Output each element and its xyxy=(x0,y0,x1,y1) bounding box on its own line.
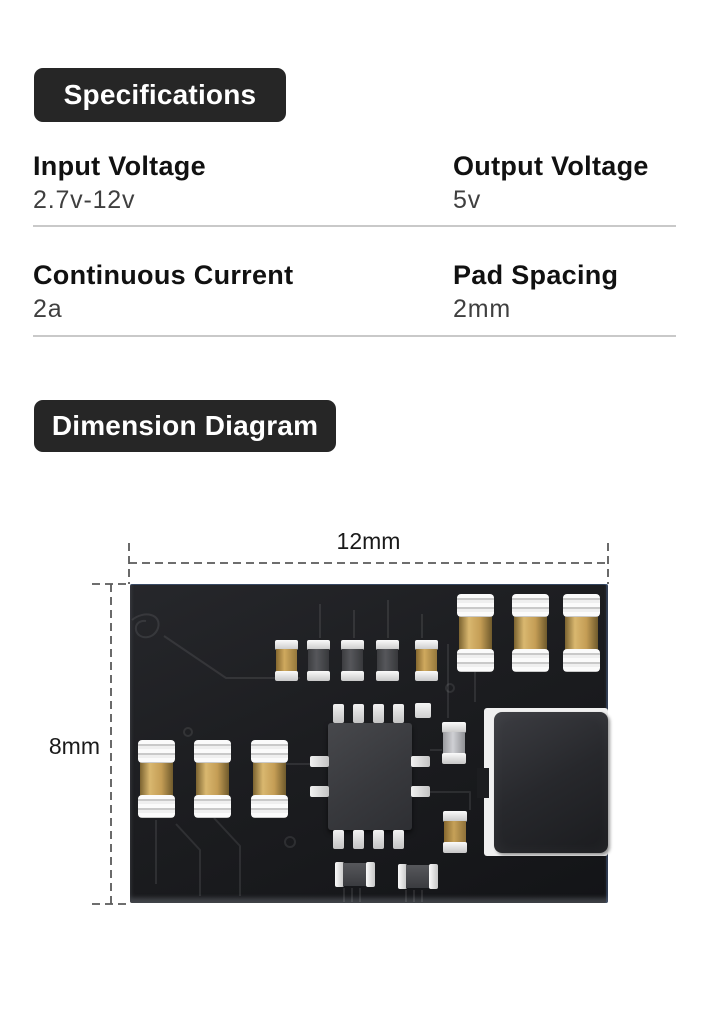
capacitor-terminal xyxy=(194,795,231,818)
smd-terminal xyxy=(335,862,344,887)
capacitor-terminal xyxy=(138,740,175,763)
smd-body xyxy=(444,821,466,843)
smd-body xyxy=(342,649,363,672)
smd-capacitor xyxy=(415,640,438,681)
spec-value-continuous-current: 2a xyxy=(33,295,63,323)
ic-pin xyxy=(373,830,384,849)
spec-label-continuous-current: Continuous Current xyxy=(33,260,294,290)
smd-terminal xyxy=(443,811,467,822)
ic-pin xyxy=(310,756,329,767)
capacitor-terminal xyxy=(138,795,175,818)
smd-body xyxy=(276,649,297,672)
capacitor-body xyxy=(459,612,492,654)
capacitor-terminal xyxy=(194,740,231,763)
smd-terminal xyxy=(366,862,375,887)
smd-terminal xyxy=(443,842,467,853)
smd-body xyxy=(377,649,398,672)
height-dimension-label: 8mm xyxy=(48,733,100,759)
smd-body xyxy=(308,649,329,672)
capacitor xyxy=(457,594,494,672)
smd-body xyxy=(416,649,437,672)
smd-resistor xyxy=(341,640,364,681)
pcb-board xyxy=(130,584,608,903)
smd-terminal xyxy=(429,864,438,889)
smd-terminal xyxy=(415,640,438,650)
ic-pin xyxy=(411,786,430,797)
dimension-diagram-badge-label: Dimension Diagram xyxy=(51,410,319,441)
smd-terminal xyxy=(307,640,330,650)
spec-row-divider xyxy=(33,225,676,227)
capacitor-body xyxy=(514,612,547,654)
solder-pad xyxy=(415,703,431,718)
smd-resistor xyxy=(376,640,399,681)
ic-pin xyxy=(353,704,364,723)
spec-row-divider xyxy=(33,335,676,337)
smd-terminal xyxy=(275,640,298,650)
smd-terminal xyxy=(341,640,364,650)
ic-pin xyxy=(333,704,344,723)
smd-terminal xyxy=(442,753,466,764)
capacitor-terminal xyxy=(563,649,600,672)
smd-capacitor xyxy=(335,862,375,887)
capacitor-body xyxy=(196,758,229,800)
ic-chip xyxy=(328,723,412,830)
capacitor-terminal xyxy=(457,594,494,617)
capacitor-terminal xyxy=(251,740,288,763)
smd-body xyxy=(443,732,465,754)
ic-pin xyxy=(333,830,344,849)
ic-pin xyxy=(393,704,404,723)
capacitor xyxy=(563,594,600,672)
capacitor-body xyxy=(253,758,286,800)
smd-capacitor xyxy=(443,811,467,853)
spec-label-output-voltage: Output Voltage xyxy=(453,151,649,181)
capacitor xyxy=(512,594,549,672)
smd-body xyxy=(406,865,430,888)
inductor xyxy=(494,712,608,853)
inductor-terminal xyxy=(477,768,489,798)
spec-value-pad-spacing: 2mm xyxy=(453,295,511,323)
width-dimension-label: 12mm xyxy=(336,528,401,554)
smd-terminal xyxy=(275,671,298,681)
ic-pin xyxy=(353,830,364,849)
capacitor-terminal xyxy=(563,594,600,617)
capacitor-body xyxy=(140,758,173,800)
ic-pin xyxy=(393,830,404,849)
smd-resistor xyxy=(307,640,330,681)
capacitor-body xyxy=(565,612,598,654)
smd-body xyxy=(343,863,367,886)
capacitor xyxy=(138,740,175,818)
dimension-diagram-badge: Dimension Diagram xyxy=(34,400,336,452)
smd-capacitor xyxy=(275,640,298,681)
capacitor-terminal xyxy=(251,795,288,818)
ic-pin xyxy=(310,786,329,797)
spec-label-pad-spacing: Pad Spacing xyxy=(453,260,619,290)
smd-terminal xyxy=(376,640,399,650)
smd-terminal xyxy=(376,671,399,681)
capacitor-terminal xyxy=(512,649,549,672)
ic-pin xyxy=(373,704,384,723)
capacitor-terminal xyxy=(512,594,549,617)
smd-terminal xyxy=(341,671,364,681)
capacitor xyxy=(194,740,231,818)
smd-terminal xyxy=(307,671,330,681)
specifications-badge-label: Specifications xyxy=(63,79,257,110)
smd-terminal xyxy=(398,864,407,889)
spec-value-input-voltage: 2.7v-12v xyxy=(33,186,136,214)
capacitor xyxy=(251,740,288,818)
smd-terminal xyxy=(442,722,466,733)
specifications-badge: Specifications xyxy=(34,68,286,122)
ic-pin xyxy=(411,756,430,767)
spec-label-input-voltage: Input Voltage xyxy=(33,151,206,181)
smd-terminal xyxy=(415,671,438,681)
smd-capacitor xyxy=(442,722,466,764)
smd-capacitor xyxy=(398,864,438,889)
spec-value-output-voltage: 5v xyxy=(453,186,482,214)
capacitor-terminal xyxy=(457,649,494,672)
